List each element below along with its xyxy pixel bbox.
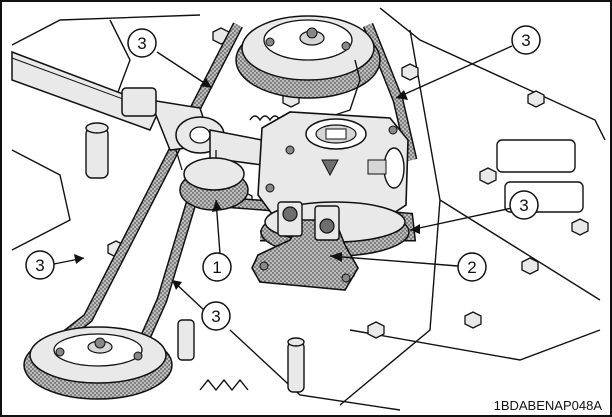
- callout-label: 1: [212, 258, 221, 277]
- lower-hardware: [85, 122, 305, 393]
- part-code: 1BDABENAP048A: [494, 398, 603, 413]
- callout-3-right: 3: [509, 190, 539, 220]
- driveshaft: [11, 50, 263, 172]
- callout-3-bottom: 3: [201, 301, 231, 331]
- gearbox: [257, 111, 409, 223]
- callout-3-left: 3: [25, 250, 55, 280]
- callout-3-top-left: 3: [127, 28, 157, 58]
- callout-label: 3: [521, 31, 530, 50]
- callout-3-top-right: 3: [511, 25, 541, 55]
- callout-label: 3: [211, 307, 220, 326]
- callout-label: 3: [35, 256, 44, 275]
- bottom-left-pulley: [23, 326, 173, 400]
- callout-label: 3: [137, 34, 146, 53]
- callout-label: 2: [467, 258, 476, 277]
- top-pulley: [235, 15, 381, 99]
- deck-panel: [11, 7, 606, 411]
- tensioner-bracket: [251, 201, 359, 291]
- drive-pulley: [179, 157, 249, 211]
- callout-1: 1: [202, 252, 232, 282]
- leader-arrowheads: [74, 78, 420, 290]
- callout-2: 2: [457, 252, 487, 282]
- leader-lines: [53, 45, 513, 313]
- callout-label: 3: [519, 196, 528, 215]
